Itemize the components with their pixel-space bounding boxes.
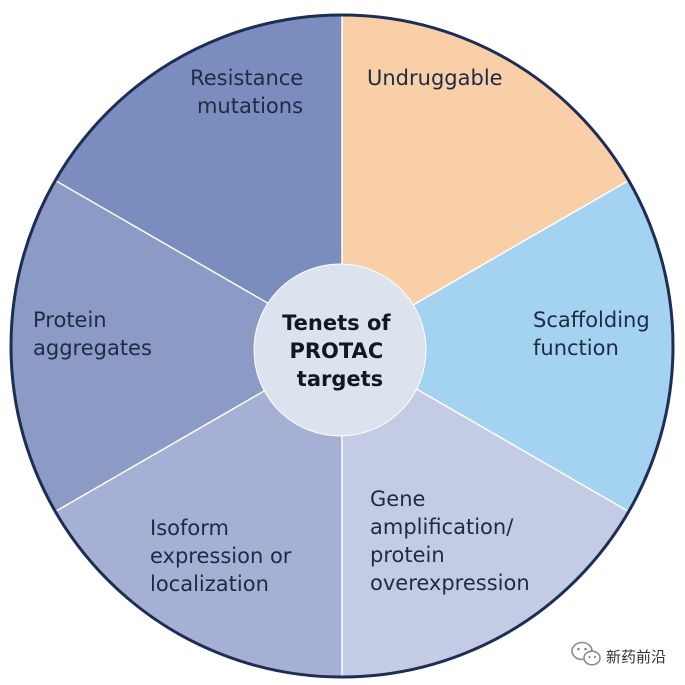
label-resistance-mutations: Resistance mutations: [190, 66, 310, 118]
label-line: expression or: [150, 544, 292, 568]
label-line: protein: [370, 543, 445, 567]
outer-ring: [9, 13, 675, 679]
label-line: amplification/: [370, 515, 514, 539]
label-line: localization: [150, 572, 269, 596]
label-line: Undruggable: [367, 66, 503, 90]
label-line: mutations: [197, 94, 303, 118]
label-protein-aggregates: Protein aggregates: [33, 308, 152, 360]
center-title-line: PROTAC: [289, 339, 383, 363]
label-line: Isoform: [150, 516, 229, 540]
center-title-line: targets: [297, 367, 383, 391]
label-line: function: [533, 336, 619, 360]
segment-gene-amplification: [342, 346, 629, 677]
label-line: aggregates: [33, 336, 152, 360]
label-scaffolding-function: Scaffolding function: [533, 308, 656, 360]
wheel-segments: [11, 15, 673, 677]
label-line: overexpression: [370, 571, 530, 595]
label-gene-amplification: Gene amplification/ protein overexpressi…: [370, 487, 530, 595]
center-title-line: Tenets of: [282, 311, 391, 335]
segment-scaffolding-function: [342, 180, 673, 512]
label-line: Scaffolding: [533, 308, 650, 332]
wechat-icon: [571, 641, 601, 666]
segment-undruggable: [342, 15, 629, 346]
label-line: Resistance: [190, 66, 303, 90]
watermark-text: 新药前沿: [606, 648, 666, 666]
label-undruggable: Undruggable: [367, 66, 503, 90]
label-line: Gene: [370, 487, 425, 511]
segment-protein-aggregates: [11, 180, 343, 512]
center-title: Tenets of PROTAC targets: [282, 311, 398, 391]
center-disc: [253, 263, 427, 437]
label-isoform-expression: Isoform expression or localization: [150, 516, 298, 596]
watermark: 新药前沿: [571, 641, 666, 666]
label-line: Protein: [33, 308, 107, 332]
segment-resistance-mutations: [55, 15, 342, 346]
segment-isoform-expression: [55, 346, 342, 677]
